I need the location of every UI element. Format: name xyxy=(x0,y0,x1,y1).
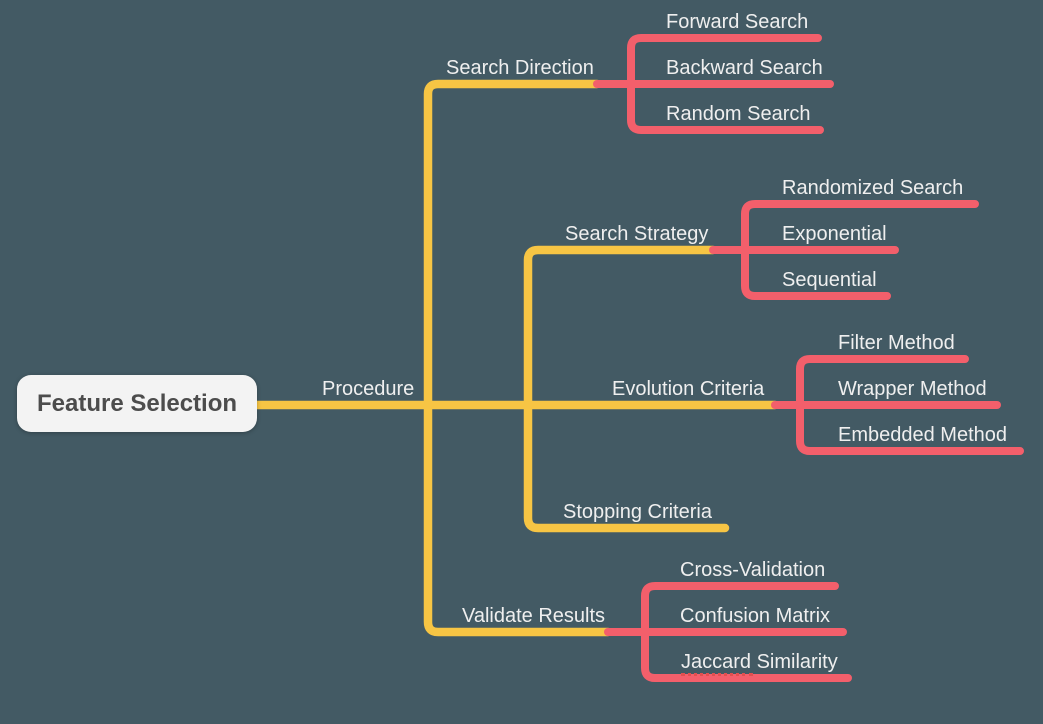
node-sequential[interactable]: Sequential xyxy=(782,269,877,291)
edge-trunk-search-direction-validate-results xyxy=(423,79,613,637)
node-randomized-search[interactable]: Randomized Search xyxy=(782,177,964,199)
node-validate-results[interactable]: Validate Results xyxy=(462,605,606,627)
node-procedure[interactable]: Procedure xyxy=(322,378,415,400)
root-node-label: Feature Selection xyxy=(36,389,238,417)
node-cross-validation[interactable]: Cross-Validation xyxy=(680,559,826,581)
node-exponential[interactable]: Exponential xyxy=(782,223,887,245)
spellcheck-underline xyxy=(681,668,753,676)
node-stopping-criteria[interactable]: Stopping Criteria xyxy=(563,501,712,523)
edge-rail-validate-results-children xyxy=(641,582,852,682)
node-filter-method[interactable]: Filter Method xyxy=(838,332,955,354)
node-search-strategy[interactable]: Search Strategy xyxy=(565,223,709,245)
edge-rail-search-strategy-children xyxy=(741,200,979,300)
node-confusion-matrix[interactable]: Confusion Matrix xyxy=(680,605,831,627)
node-search-direction[interactable]: Search Direction xyxy=(446,57,594,79)
edge-trunk-search-strategy-stopping-criteria xyxy=(523,245,730,533)
node-wrapper-method[interactable]: Wrapper Method xyxy=(838,378,987,400)
node-embedded-method[interactable]: Embedded Method xyxy=(838,424,1008,446)
edge-rail-search-direction-children xyxy=(627,34,824,134)
node-random-search[interactable]: Random Search xyxy=(666,103,811,125)
root-node-feature-selection[interactable]: Feature Selection xyxy=(17,375,257,432)
edge-rail-evolution-criteria-children xyxy=(796,355,1024,455)
node-evolution-criteria[interactable]: Evolution Criteria xyxy=(612,378,765,400)
node-forward-search[interactable]: Forward Search xyxy=(666,11,809,33)
node-backward-search[interactable]: Backward Search xyxy=(666,57,823,79)
node-jaccard-similarity[interactable]: Jaccard Similarity xyxy=(681,651,838,673)
